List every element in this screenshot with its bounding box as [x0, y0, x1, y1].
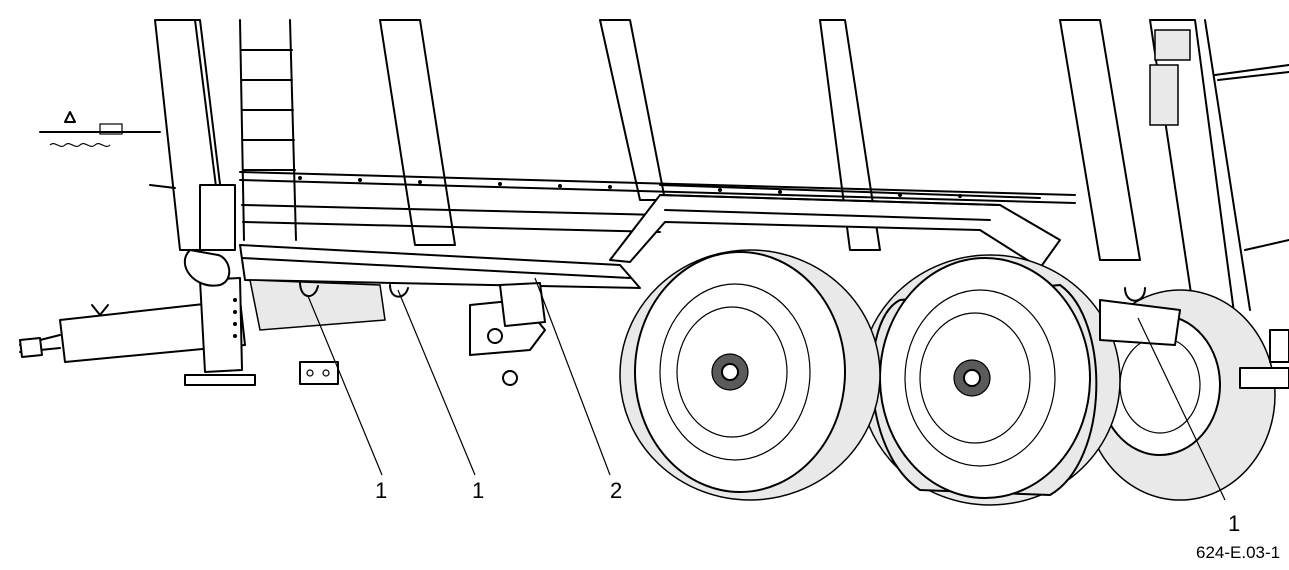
wheel-middle — [859, 254, 1121, 506]
body-side-rails — [239, 171, 1076, 233]
leader-lines — [307, 277, 1226, 501]
stake-1 — [379, 19, 456, 246]
callout-c: 2 — [610, 478, 623, 503]
figure-code: 624-E.03-1 — [1196, 543, 1281, 562]
ladder — [239, 19, 297, 241]
support-jack — [183, 184, 256, 386]
callout-b: 1 — [472, 478, 485, 503]
hose-bracket — [39, 111, 176, 189]
stake-2 — [599, 19, 666, 201]
rear-upright — [1059, 19, 1289, 321]
callout-a: 1 — [375, 478, 388, 503]
wheel-front — [619, 249, 881, 501]
drawbar — [19, 299, 246, 363]
chassis-beam — [239, 244, 641, 289]
suspension — [249, 279, 546, 386]
callout-d: 1 — [1228, 511, 1241, 536]
